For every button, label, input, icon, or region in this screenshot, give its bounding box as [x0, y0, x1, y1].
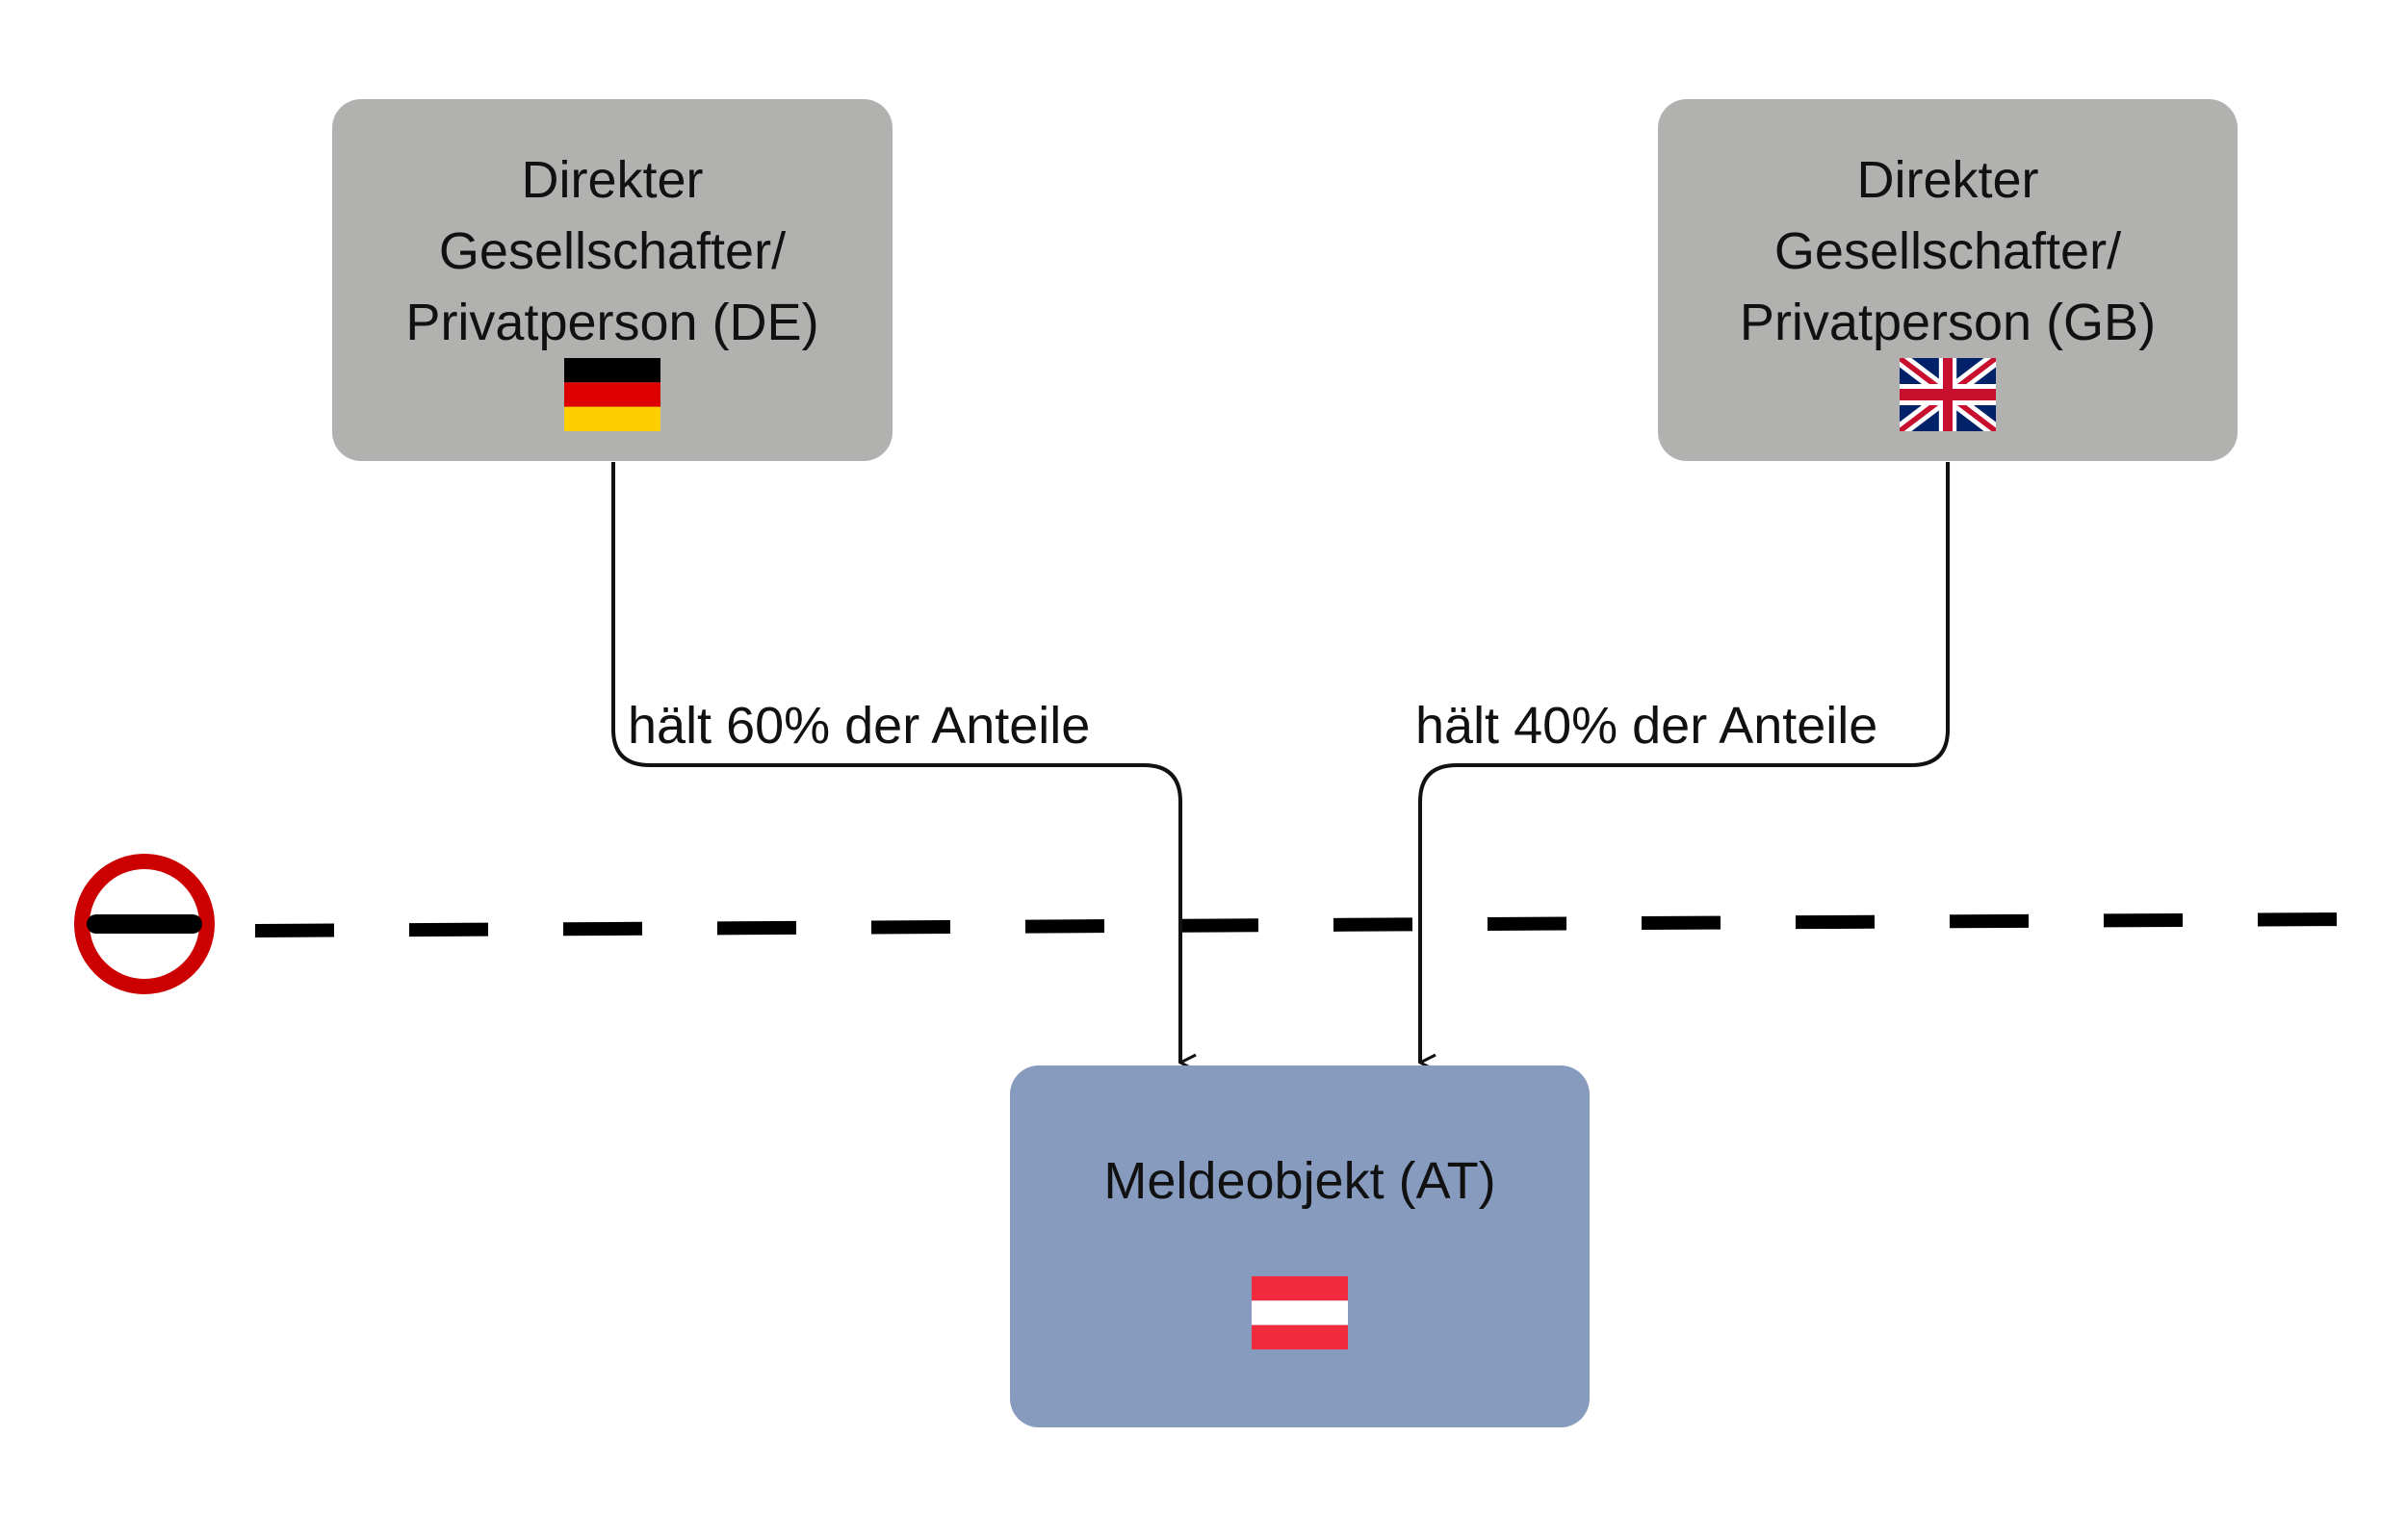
node-de-line-1: Direkter [521, 151, 704, 209]
germany-flag-icon [564, 358, 660, 431]
node-at-title: Meldeobjekt (AT) [1103, 1152, 1496, 1210]
no-entry-icon [74, 854, 215, 994]
node-shareholder-gb: Direkter Gesellschafter/ Privatperson (G… [1658, 99, 2238, 461]
edge-gb-to-at [1418, 462, 1950, 1063]
edge-de-to-at [611, 462, 1180, 1063]
edge-label-gb-share: hält 40% der Anteile [1415, 697, 1878, 755]
node-reporting-entity-at: Meldeobjekt (AT) [1010, 1065, 1590, 1427]
node-de-line-2: Gesellschafter/ [438, 222, 787, 280]
node-shareholder-de: Direkter Gesellschafter/ Privatperson (D… [332, 99, 893, 461]
border-line [254, 912, 2350, 937]
node-gb-line-2: Gesellschafter/ [1773, 222, 2122, 280]
uk-flag-icon [1900, 358, 1996, 431]
edge-label-de-share: hält 60% der Anteile [628, 697, 1091, 755]
node-gb-line-3: Privatperson (GB) [1739, 294, 2157, 351]
node-de-line-3: Privatperson (DE) [405, 294, 819, 351]
node-gb-line-1: Direkter [1856, 151, 2039, 209]
austria-flag-icon [1252, 1276, 1348, 1349]
